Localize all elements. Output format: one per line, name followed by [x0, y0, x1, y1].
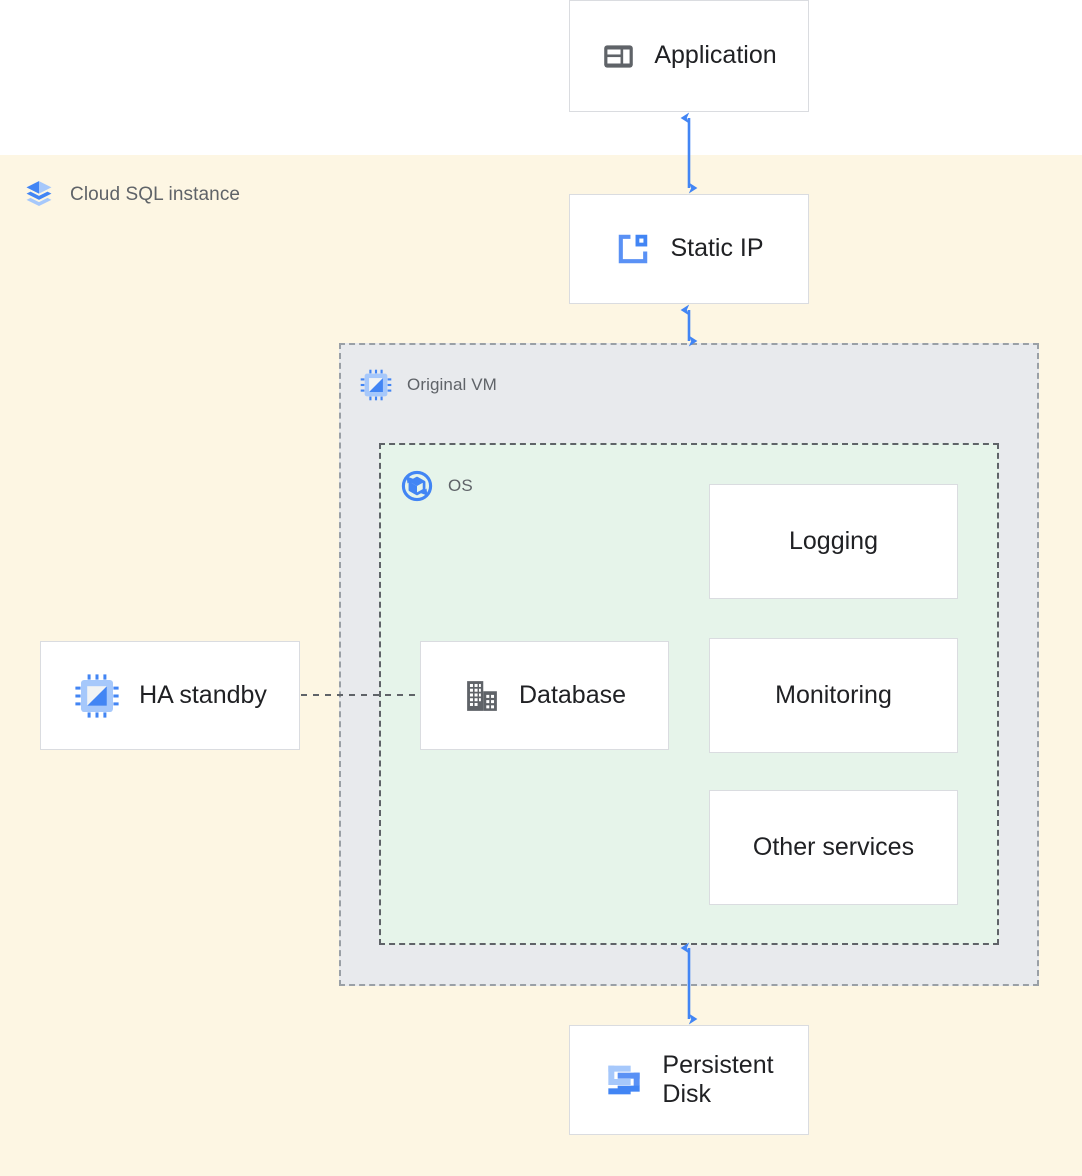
node-label-line-1: Persistent	[662, 1050, 774, 1079]
static-ip-icon	[614, 230, 652, 268]
zone-label-original-vm: Original VM	[359, 368, 497, 402]
node-static-ip[interactable]: Static IP	[569, 194, 809, 304]
node-other-services[interactable]: Other services	[709, 790, 958, 905]
zone-label-cloud-sql-instance: Cloud SQL instance	[22, 178, 240, 212]
node-label: HA standby	[139, 680, 267, 709]
application-window-icon	[601, 39, 636, 74]
node-label: Static IP	[670, 234, 764, 263]
node-application[interactable]: Application	[569, 0, 809, 112]
database-building-icon	[463, 677, 501, 715]
cloud-sql-stack-icon	[22, 178, 56, 212]
vm-chip-icon	[73, 672, 121, 720]
zone-label-text: OS	[448, 476, 473, 495]
node-ha-standby[interactable]: HA standby	[40, 641, 300, 750]
node-label-line-2: Disk	[662, 1080, 712, 1108]
zone-label-os: OS	[400, 469, 473, 503]
node-persistent-disk[interactable]: Persistent Disk	[569, 1025, 809, 1135]
node-label: Application	[654, 41, 777, 70]
os-image-icon	[400, 469, 434, 503]
persistent-disk-icon	[604, 1060, 644, 1100]
node-monitoring[interactable]: Monitoring	[709, 638, 958, 753]
zone-label-text: Cloud SQL instance	[70, 184, 241, 205]
vm-chip-icon	[359, 368, 393, 402]
node-logging[interactable]: Logging	[709, 484, 958, 599]
node-label: Persistent Disk	[662, 1051, 773, 1110]
node-label: Database	[518, 680, 627, 709]
node-label: Other services	[752, 832, 915, 861]
node-label: Monitoring	[775, 680, 892, 709]
zone-label-text: Original VM	[407, 375, 497, 394]
node-database[interactable]: Database	[420, 641, 669, 750]
node-label: Logging	[789, 526, 878, 555]
